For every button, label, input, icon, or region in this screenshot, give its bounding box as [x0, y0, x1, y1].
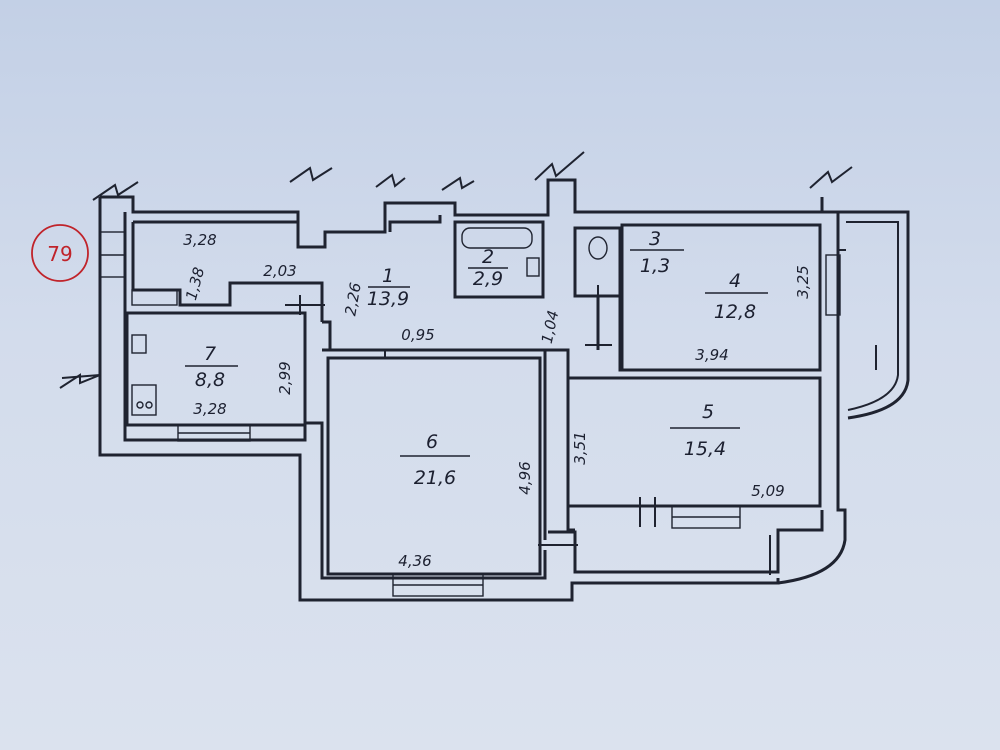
room5-number: 5 — [702, 401, 714, 423]
toilet — [588, 236, 608, 260]
wall-breaks — [59, 151, 853, 389]
room4-area: 12,8 — [714, 301, 756, 323]
room4-number: 4 — [729, 270, 741, 292]
dim-2-03: 2,03 — [263, 262, 296, 280]
outer-walls — [98, 178, 847, 602]
dim-3-51: 3,51 — [571, 431, 589, 464]
right-bottom-curve — [777, 510, 847, 585]
kitchen-sink — [131, 334, 147, 354]
left-wall-inner — [123, 212, 547, 580]
room7-area: 8,8 — [195, 369, 225, 391]
dim-4-36: 4,36 — [398, 552, 431, 570]
dim-0-95: 0,95 — [401, 326, 434, 344]
dim-1-04: 1,04 — [538, 309, 563, 345]
bathtub-small — [131, 289, 178, 306]
room2-number: 2 — [482, 246, 494, 268]
door-marks — [285, 285, 771, 575]
dim-5-09: 5,09 — [751, 482, 784, 500]
dim-3-28-top: 3,28 — [183, 231, 216, 249]
dim-3-94: 3,94 — [695, 346, 728, 364]
stove — [131, 384, 157, 416]
room1-number: 1 — [382, 265, 394, 287]
dim-1-38: 1,38 — [182, 265, 208, 302]
room6-area: 21,6 — [414, 467, 456, 489]
right-wall — [820, 197, 847, 540]
balcony — [825, 210, 910, 420]
room5-area: 15,4 — [684, 438, 726, 460]
room1-area: 13,9 — [367, 288, 409, 310]
room6-walls — [326, 356, 542, 576]
room7-number: 7 — [204, 343, 216, 365]
top-wall-line — [100, 178, 824, 249]
dim-3-25: 3,25 — [794, 265, 812, 298]
dim-3-28-bottom: 3,28 — [193, 400, 226, 418]
fixtures — [131, 227, 608, 416]
bottom-right-wall — [548, 510, 824, 574]
dim-4-96: 4,96 — [516, 461, 534, 494]
room6-number: 6 — [426, 431, 438, 453]
plan-number-stamp: 79 — [31, 224, 89, 282]
room-labels: 1 13,9 2 2,9 3 1,3 4 12,8 5 15,4 6 21,6 … — [185, 228, 768, 489]
dim-2-99: 2,99 — [276, 361, 294, 394]
room3-number: 3 — [649, 228, 661, 250]
room2-walls — [453, 220, 545, 299]
top-wall-outer — [98, 197, 780, 602]
sink — [526, 257, 540, 277]
room3-area: 1,3 — [640, 255, 670, 277]
bathtub — [461, 227, 533, 249]
room2-area: 2,9 — [473, 268, 503, 290]
windows — [99, 231, 741, 597]
stamp-number: 79 — [47, 242, 72, 266]
room4-walls — [620, 223, 822, 372]
dim-2-26: 2,26 — [341, 281, 365, 317]
